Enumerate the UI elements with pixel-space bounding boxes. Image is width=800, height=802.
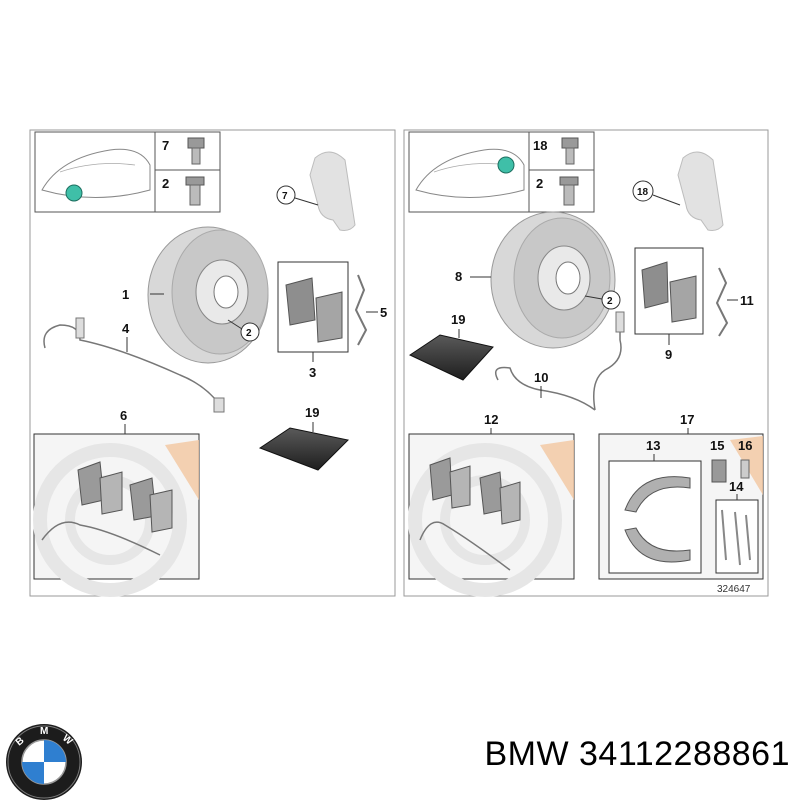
guide-bolt-icon [185,176,205,206]
callout-16: 16 [738,438,752,453]
callout-9: 9 [665,347,672,362]
rear-location-marker [497,156,515,174]
callout-12: 12 [484,412,498,427]
front-location-marker [65,184,83,202]
callout-19-left: 19 [305,405,319,420]
callout-13: 13 [646,438,660,453]
brake-disc [147,226,269,364]
callout-19-right: 19 [451,312,465,327]
caliper-carrier-rear [677,151,724,231]
bolt-icon [187,137,205,165]
rear-wear-sensor-wire [495,366,596,411]
rear-spring-clip [715,267,729,337]
shim-pad [258,427,350,471]
callout-10: 10 [534,370,548,385]
circled-callout-18: 18 [637,187,649,198]
inset-number-18: 18 [533,138,547,153]
callout-14: 14 [729,479,744,494]
circled-callout-2-right: 2 [607,296,613,307]
car-outline-rear [415,148,525,198]
logo-letter-m: M [40,726,48,737]
callout-1: 1 [122,287,129,302]
callout-11: 11 [740,293,754,308]
wear-sensor-wire [43,324,221,406]
circled-callout-7: 7 [282,191,288,202]
inset-number-2-right: 2 [536,176,543,191]
circled-callout-2: 2 [246,328,252,339]
inset-number-7: 7 [162,138,169,153]
callout-3: 3 [309,365,316,380]
callout-4: 4 [122,321,130,336]
callout-17: 17 [680,412,694,427]
callout-6: 6 [120,408,127,423]
diagram-reference: 324647 [717,584,751,595]
guide-bolt-icon [559,176,579,206]
left-panel: 7 2 7 1 2 4 3 5 [29,129,396,597]
shim-pad-rear [408,334,494,381]
callout-5: 5 [380,305,387,320]
bmw-logo: B M W [6,724,82,800]
brand-name: BMW [484,735,570,773]
car-outline [41,148,151,198]
caliper-carrier [309,151,356,231]
inset-number-2: 2 [162,176,169,191]
rear-brake-disc [490,211,616,349]
callout-15: 15 [710,438,724,453]
bolt-icon [561,137,579,165]
brake-shoe [624,476,691,513]
right-panel: 18 2 18 8 2 19 10 9 11 12 [403,129,769,597]
part-caption: BMW 34112288861 [410,735,790,774]
spring-clip [354,274,368,346]
callout-8: 8 [455,269,462,284]
part-number: 34112288861 [579,735,790,773]
